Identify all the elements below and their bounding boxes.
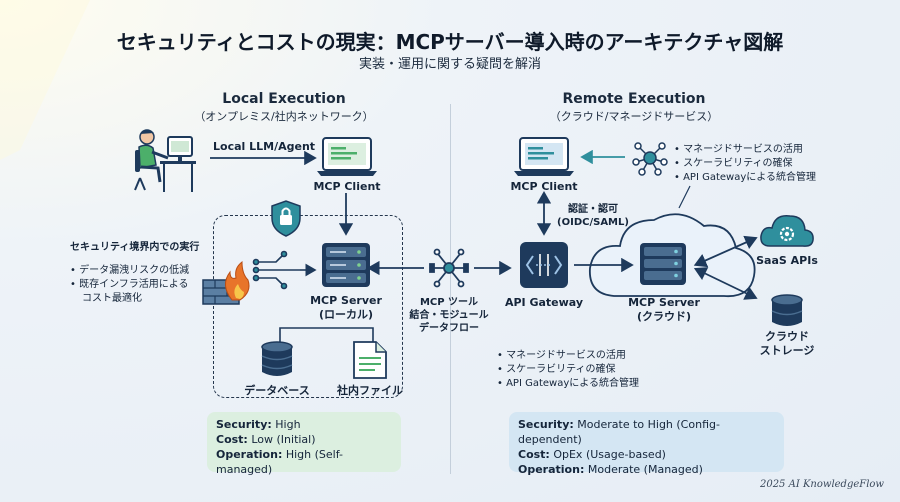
network-hub-icon	[632, 142, 668, 176]
api-gateway-icon	[520, 242, 568, 288]
center-flow-line2: 結合・モジュール	[409, 310, 489, 321]
internal-file-label: 社内ファイル	[337, 384, 403, 397]
remote-top-point-1: マネージドサービスの活用	[674, 143, 803, 157]
remote-summary-box: Security: Moderate to High (Config-depen…	[509, 412, 784, 476]
page-title: セキュリティとコストの現実：MCPサーバー導入時のアーキテクチャ図解	[116, 30, 784, 54]
auth-label-line2: (OIDC/SAML)	[557, 217, 629, 228]
auth-label-line1: 認証・認可	[568, 204, 618, 215]
center-flow-label: MCP ツール 結合・モジュール データフロー	[404, 296, 494, 335]
section-divider	[450, 104, 451, 474]
firewall-icon	[202, 260, 250, 305]
boundary-point-2-cont: コスト最適化	[82, 293, 142, 304]
cloud-server-icon	[640, 243, 686, 285]
plug-connector-icon	[429, 248, 469, 288]
shield-lock-icon	[271, 200, 301, 237]
local-summary-operation: Operation: High (Self-managed)	[216, 448, 343, 476]
local-summary-security: Security: High	[216, 418, 301, 431]
cloud-server-label: MCP Server (クラウド)	[618, 296, 710, 324]
security-boundary-box	[213, 215, 403, 398]
center-flow-line1: MCP ツール	[419, 297, 479, 308]
document-file-icon	[353, 341, 387, 379]
boundary-point-2: 既存インフラ活用による	[70, 278, 188, 292]
local-summary-cost: Cost: Low (Initial)	[216, 433, 316, 446]
remote-summary-operation: Operation: Moderate (Managed)	[518, 463, 703, 476]
remote-top-point-2: スケーラビリティの確保	[674, 157, 792, 171]
remote-bottom-point-1: マネージドサービスの活用	[497, 349, 626, 363]
cloud-storage-label-line1: クラウド	[765, 330, 809, 343]
boundary-point-1: データ漏洩リスクの低減	[70, 264, 189, 278]
local-client-laptop-icon	[317, 137, 377, 176]
cloud-server-label-line2: (クラウド)	[636, 310, 692, 323]
local-server-icon	[322, 243, 370, 287]
saas-cloud-gear-icon	[760, 215, 814, 247]
remote-section-title: Remote Execution	[562, 91, 706, 107]
local-client-label: MCP Client	[313, 180, 381, 193]
remote-client-label: MCP Client	[510, 180, 578, 193]
boundary-title: セキュリティ境界内での実行	[70, 242, 200, 253]
local-server-label-line2: (ローカル)	[318, 308, 374, 321]
saas-label: SaaS APIs	[756, 254, 818, 267]
page-subtitle: 実装・運用に関する疑問を解消	[358, 57, 541, 72]
local-summary-box: Security: High Cost: Low (Initial) Opera…	[207, 412, 401, 476]
local-server-label: MCP Server (ローカル)	[300, 294, 392, 322]
cloud-storage-label: クラウド ストレージ	[752, 330, 822, 358]
auth-label: 認証・認可 (OIDC/SAML)	[552, 203, 634, 229]
local-section-title: Local Execution	[222, 91, 346, 107]
local-llm-agent-label: Local LLM/Agent	[213, 140, 316, 153]
remote-summary-cost: Cost: OpEx (Usage-based)	[518, 448, 666, 461]
remote-client-laptop-icon	[514, 137, 574, 176]
remote-bottom-point-3: API Gatewayによる統合管理	[497, 377, 639, 391]
remote-summary-security: Security: Moderate to High (Config-depen…	[518, 418, 720, 446]
database-label: データベース	[244, 384, 310, 397]
remote-section-subtitle: （クラウド/マネージドサービス）	[549, 110, 719, 123]
remote-top-point-3: API Gatewayによる統合管理	[674, 171, 816, 185]
remote-bottom-point-2: スケーラビリティの確保	[497, 363, 615, 377]
cloud-storage-label-line2: ストレージ	[759, 344, 815, 357]
cloud-server-label-line1: MCP Server	[628, 296, 700, 309]
database-icon	[261, 341, 293, 376]
local-section-subtitle: （オンプレミス/社内ネットワーク）	[194, 110, 374, 123]
user-at-desk-icon	[134, 129, 196, 192]
cloud-storage-icon	[771, 294, 803, 326]
circuit-node-icon	[252, 250, 300, 290]
footer-credit: 2025 AI KnowledgeFlow	[759, 479, 884, 490]
local-server-label-line1: MCP Server	[310, 294, 382, 307]
center-flow-line3: データフロー	[419, 323, 479, 334]
api-gateway-label: API Gateway	[504, 296, 584, 309]
